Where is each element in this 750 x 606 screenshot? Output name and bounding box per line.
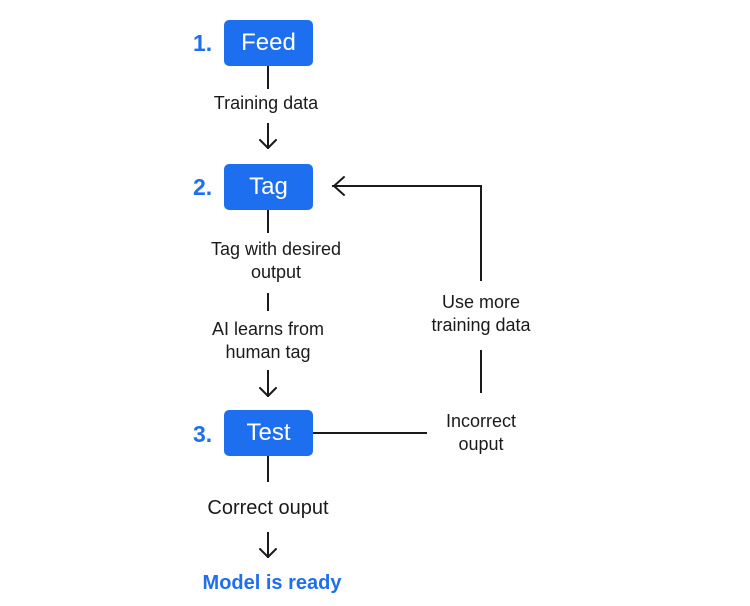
label-correct-output-text: Correct ouput (207, 497, 329, 519)
step-number-2: 2. (193, 174, 213, 200)
label-use-more-line2: training data (431, 315, 531, 335)
arrowhead-to-test (259, 387, 277, 397)
step-box-feed: Feed (224, 20, 313, 66)
label-training-data: Training data (214, 92, 318, 115)
step-number-1: 1. (193, 30, 213, 56)
label-incorrect-line1: Incorrect (445, 411, 517, 431)
label-incorrect-line2: ouput (458, 434, 504, 454)
label-ai-learns-line1: AI learns from (211, 319, 325, 339)
arrowhead-to-tag-feedback (333, 176, 345, 196)
arrowhead-to-tag (259, 139, 277, 149)
step-number-3: 3. (193, 421, 213, 447)
arrowhead-to-ready (259, 548, 277, 558)
label-training-data-text: Training data (213, 93, 319, 113)
model-ready-label: Model is ready (202, 572, 342, 594)
label-ai-learns: AI learns from human tag (212, 318, 324, 364)
step-box-tag: Tag (224, 164, 313, 210)
label-tag-desired-output: Tag with desired output (211, 238, 341, 284)
label-use-more-line1: Use more (441, 292, 521, 312)
label-ai-learns-line2: human tag (225, 342, 311, 362)
connector-feedback-upper (332, 185, 482, 281)
label-tag-desired-line2: output (250, 262, 302, 282)
label-incorrect-output: Incorrect ouput (446, 410, 516, 456)
step-box-test: Test (224, 410, 313, 456)
label-use-more-training: Use more training data (431, 291, 530, 337)
label-tag-desired-line1: Tag with desired (210, 239, 342, 259)
label-correct-output: Correct ouput (207, 497, 328, 520)
